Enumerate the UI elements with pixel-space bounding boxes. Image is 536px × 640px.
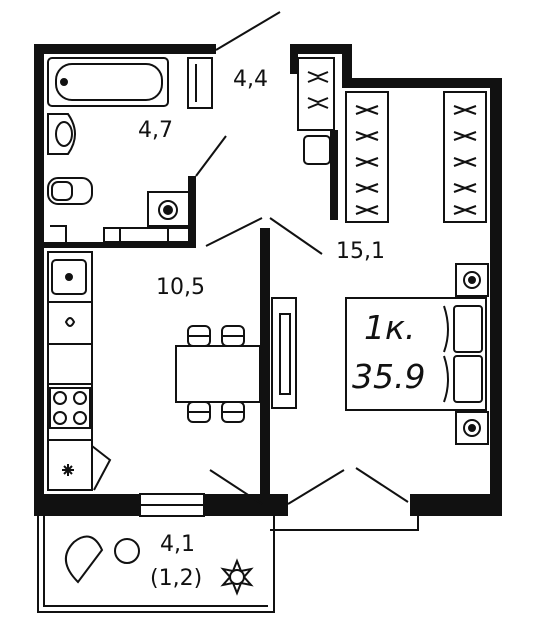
armchair-icon xyxy=(65,535,104,584)
wardrobe-small-icon xyxy=(297,57,335,131)
tv-console-icon xyxy=(271,297,297,409)
bathroom-fixtures xyxy=(47,57,213,243)
bedroom-area-label: 15,1 xyxy=(336,239,385,264)
cabinet-handle-icon xyxy=(64,317,76,327)
dining-table-icon xyxy=(175,325,261,423)
balcony-reduced-area-label: (1,2) xyxy=(150,566,202,591)
shoe-cabinet-icon xyxy=(303,135,331,165)
sink-icon xyxy=(47,113,76,155)
bathtub-icon xyxy=(47,57,169,107)
balcony-area-label: 4,1 xyxy=(160,532,195,557)
wardrobe-left-icon xyxy=(345,91,389,223)
walls xyxy=(34,44,502,516)
nightstand-bottom-icon xyxy=(455,411,489,445)
boiler-icon xyxy=(62,464,74,476)
balcony xyxy=(37,493,419,613)
balcony-furniture xyxy=(65,535,254,596)
kitchen-furniture xyxy=(47,251,261,491)
bedroom-furniture xyxy=(271,91,489,445)
total-area-label: 35.9 xyxy=(352,357,425,396)
kitchen-area-label: 10,5 xyxy=(156,275,205,300)
plant-icon xyxy=(220,558,254,596)
room-count-label: 1к. xyxy=(364,308,415,347)
bathroom-area-label: 4,7 xyxy=(138,118,173,143)
kitchen-sink-icon xyxy=(51,259,87,295)
balcony-door-right xyxy=(355,467,409,503)
bathroom-door xyxy=(195,135,227,177)
kitchen-door-left xyxy=(205,217,263,247)
washing-machine-icon xyxy=(147,191,191,227)
door-swings xyxy=(195,11,409,505)
round-table-icon xyxy=(114,538,140,564)
kitchen-counter xyxy=(47,251,93,491)
washing-machine-rack-icon xyxy=(187,57,213,109)
balcony-door-kitchen xyxy=(209,469,263,505)
nightstand-top-icon xyxy=(455,263,489,297)
kitchen-door-right xyxy=(269,217,323,255)
toilet-icon xyxy=(47,177,93,205)
hall-area-label: 4,4 xyxy=(233,67,268,92)
wardrobe-right-icon xyxy=(443,91,487,223)
stove-icon xyxy=(49,387,91,429)
bed-icon xyxy=(345,297,487,411)
entrance-door xyxy=(215,11,281,51)
balcony-door-left xyxy=(287,469,345,505)
hall-fixtures xyxy=(297,57,335,165)
